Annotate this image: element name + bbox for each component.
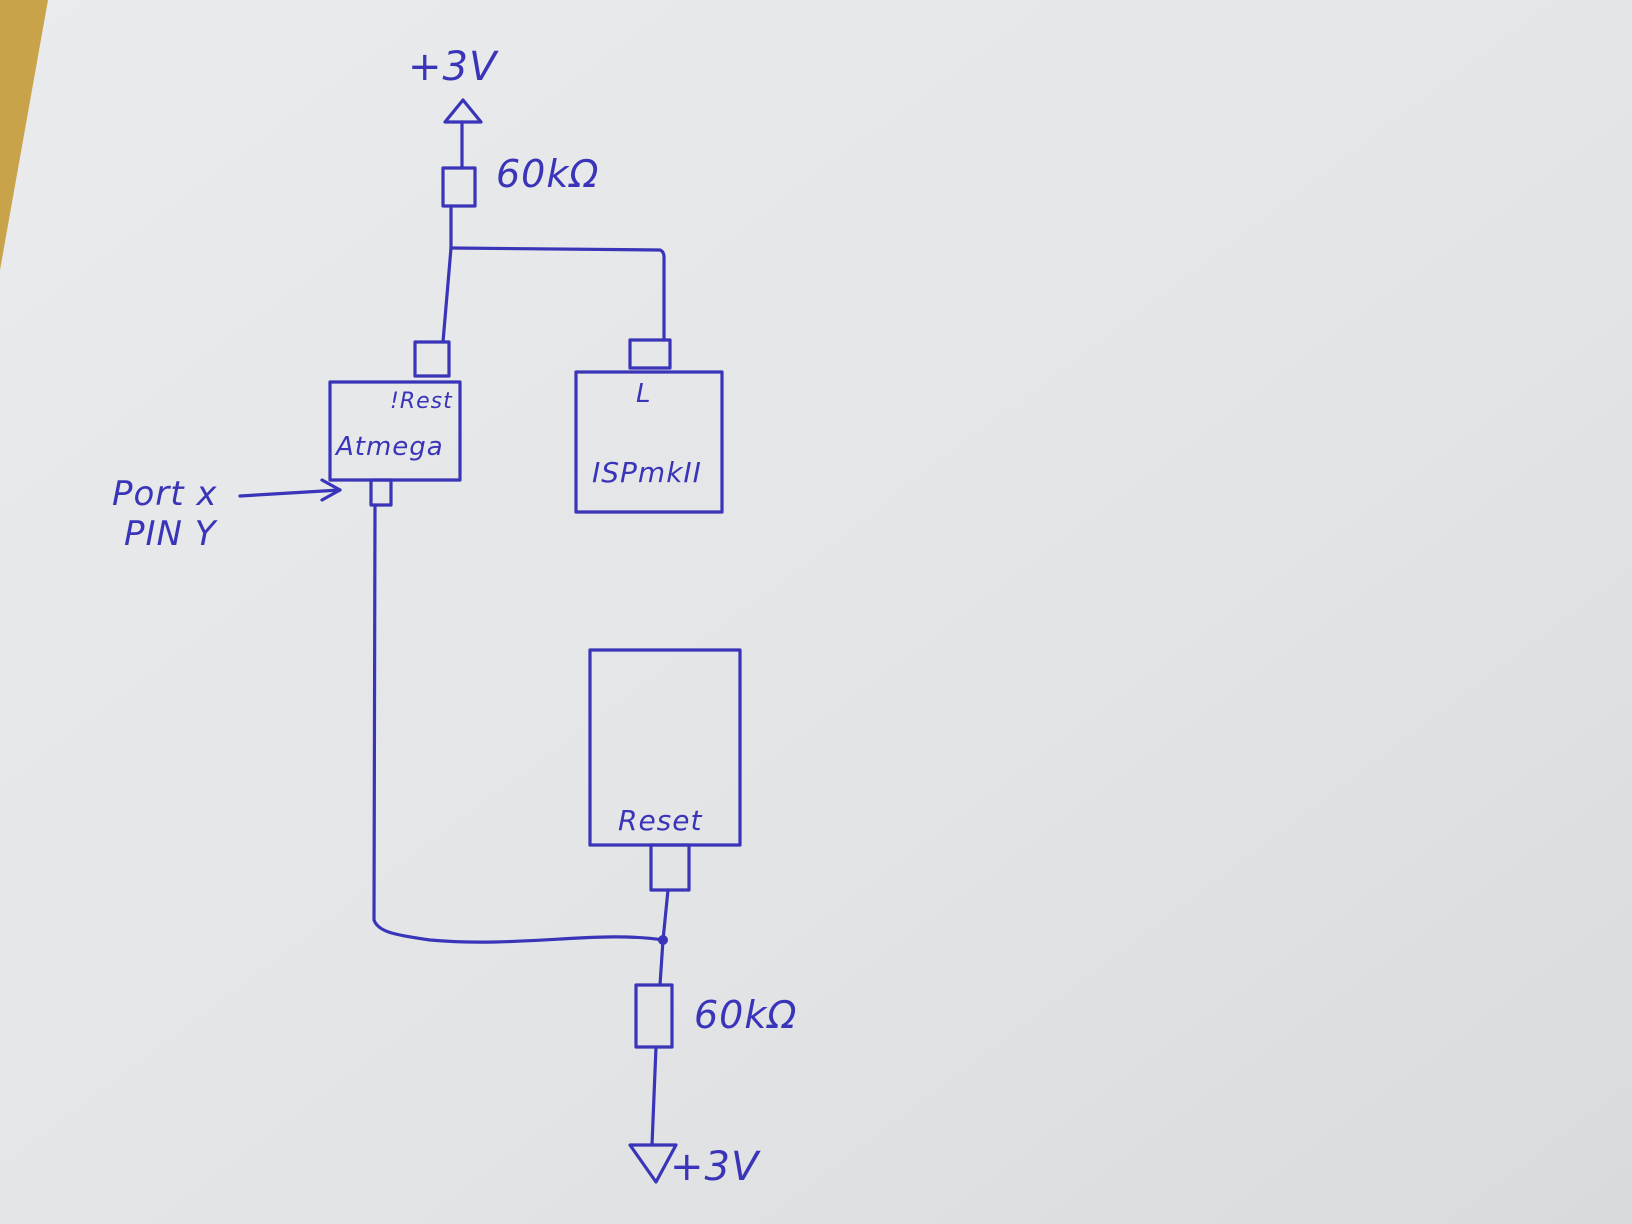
resistor-bottom	[634, 983, 674, 1049]
reset-pin	[649, 843, 691, 892]
resistor-top	[441, 166, 477, 208]
wire-branch-isp	[449, 246, 666, 342]
supply-top-label: +3V	[408, 44, 499, 90]
resistor-bottom-label: 60kΩ	[694, 993, 797, 1037]
wire-junction-resistor-bottom	[658, 938, 665, 987]
isp-pin	[628, 338, 672, 370]
atmega-pin-label: !Rest	[390, 389, 453, 414]
resistor-top-label: 60kΩ	[496, 152, 599, 196]
port-label-line2: PIN Y	[124, 514, 218, 554]
supply-bottom-label: +3V	[670, 1144, 761, 1190]
atmega-port-pin	[369, 478, 393, 507]
wire-junction-atmega	[441, 246, 453, 344]
atmega-chip	[328, 380, 462, 482]
port-label-line1: Port x	[112, 474, 218, 514]
isp-pin-label: L	[636, 379, 652, 409]
port-arrow-head	[320, 478, 342, 502]
wire-resistor-supply-bottom	[650, 1045, 658, 1147]
isp-box-label: ISPmkII	[592, 456, 702, 489]
wire-reset-junction	[661, 888, 670, 942]
isp-programmer-box	[574, 370, 724, 514]
atmega-reset-pin	[413, 340, 451, 378]
reset-pin-label: Reset	[618, 804, 702, 837]
supply-bottom-arrow	[628, 1143, 678, 1184]
wire-port-reset	[372, 503, 665, 944]
atmega-chip-label: Atmega	[334, 432, 444, 462]
port-arrow	[238, 488, 342, 498]
